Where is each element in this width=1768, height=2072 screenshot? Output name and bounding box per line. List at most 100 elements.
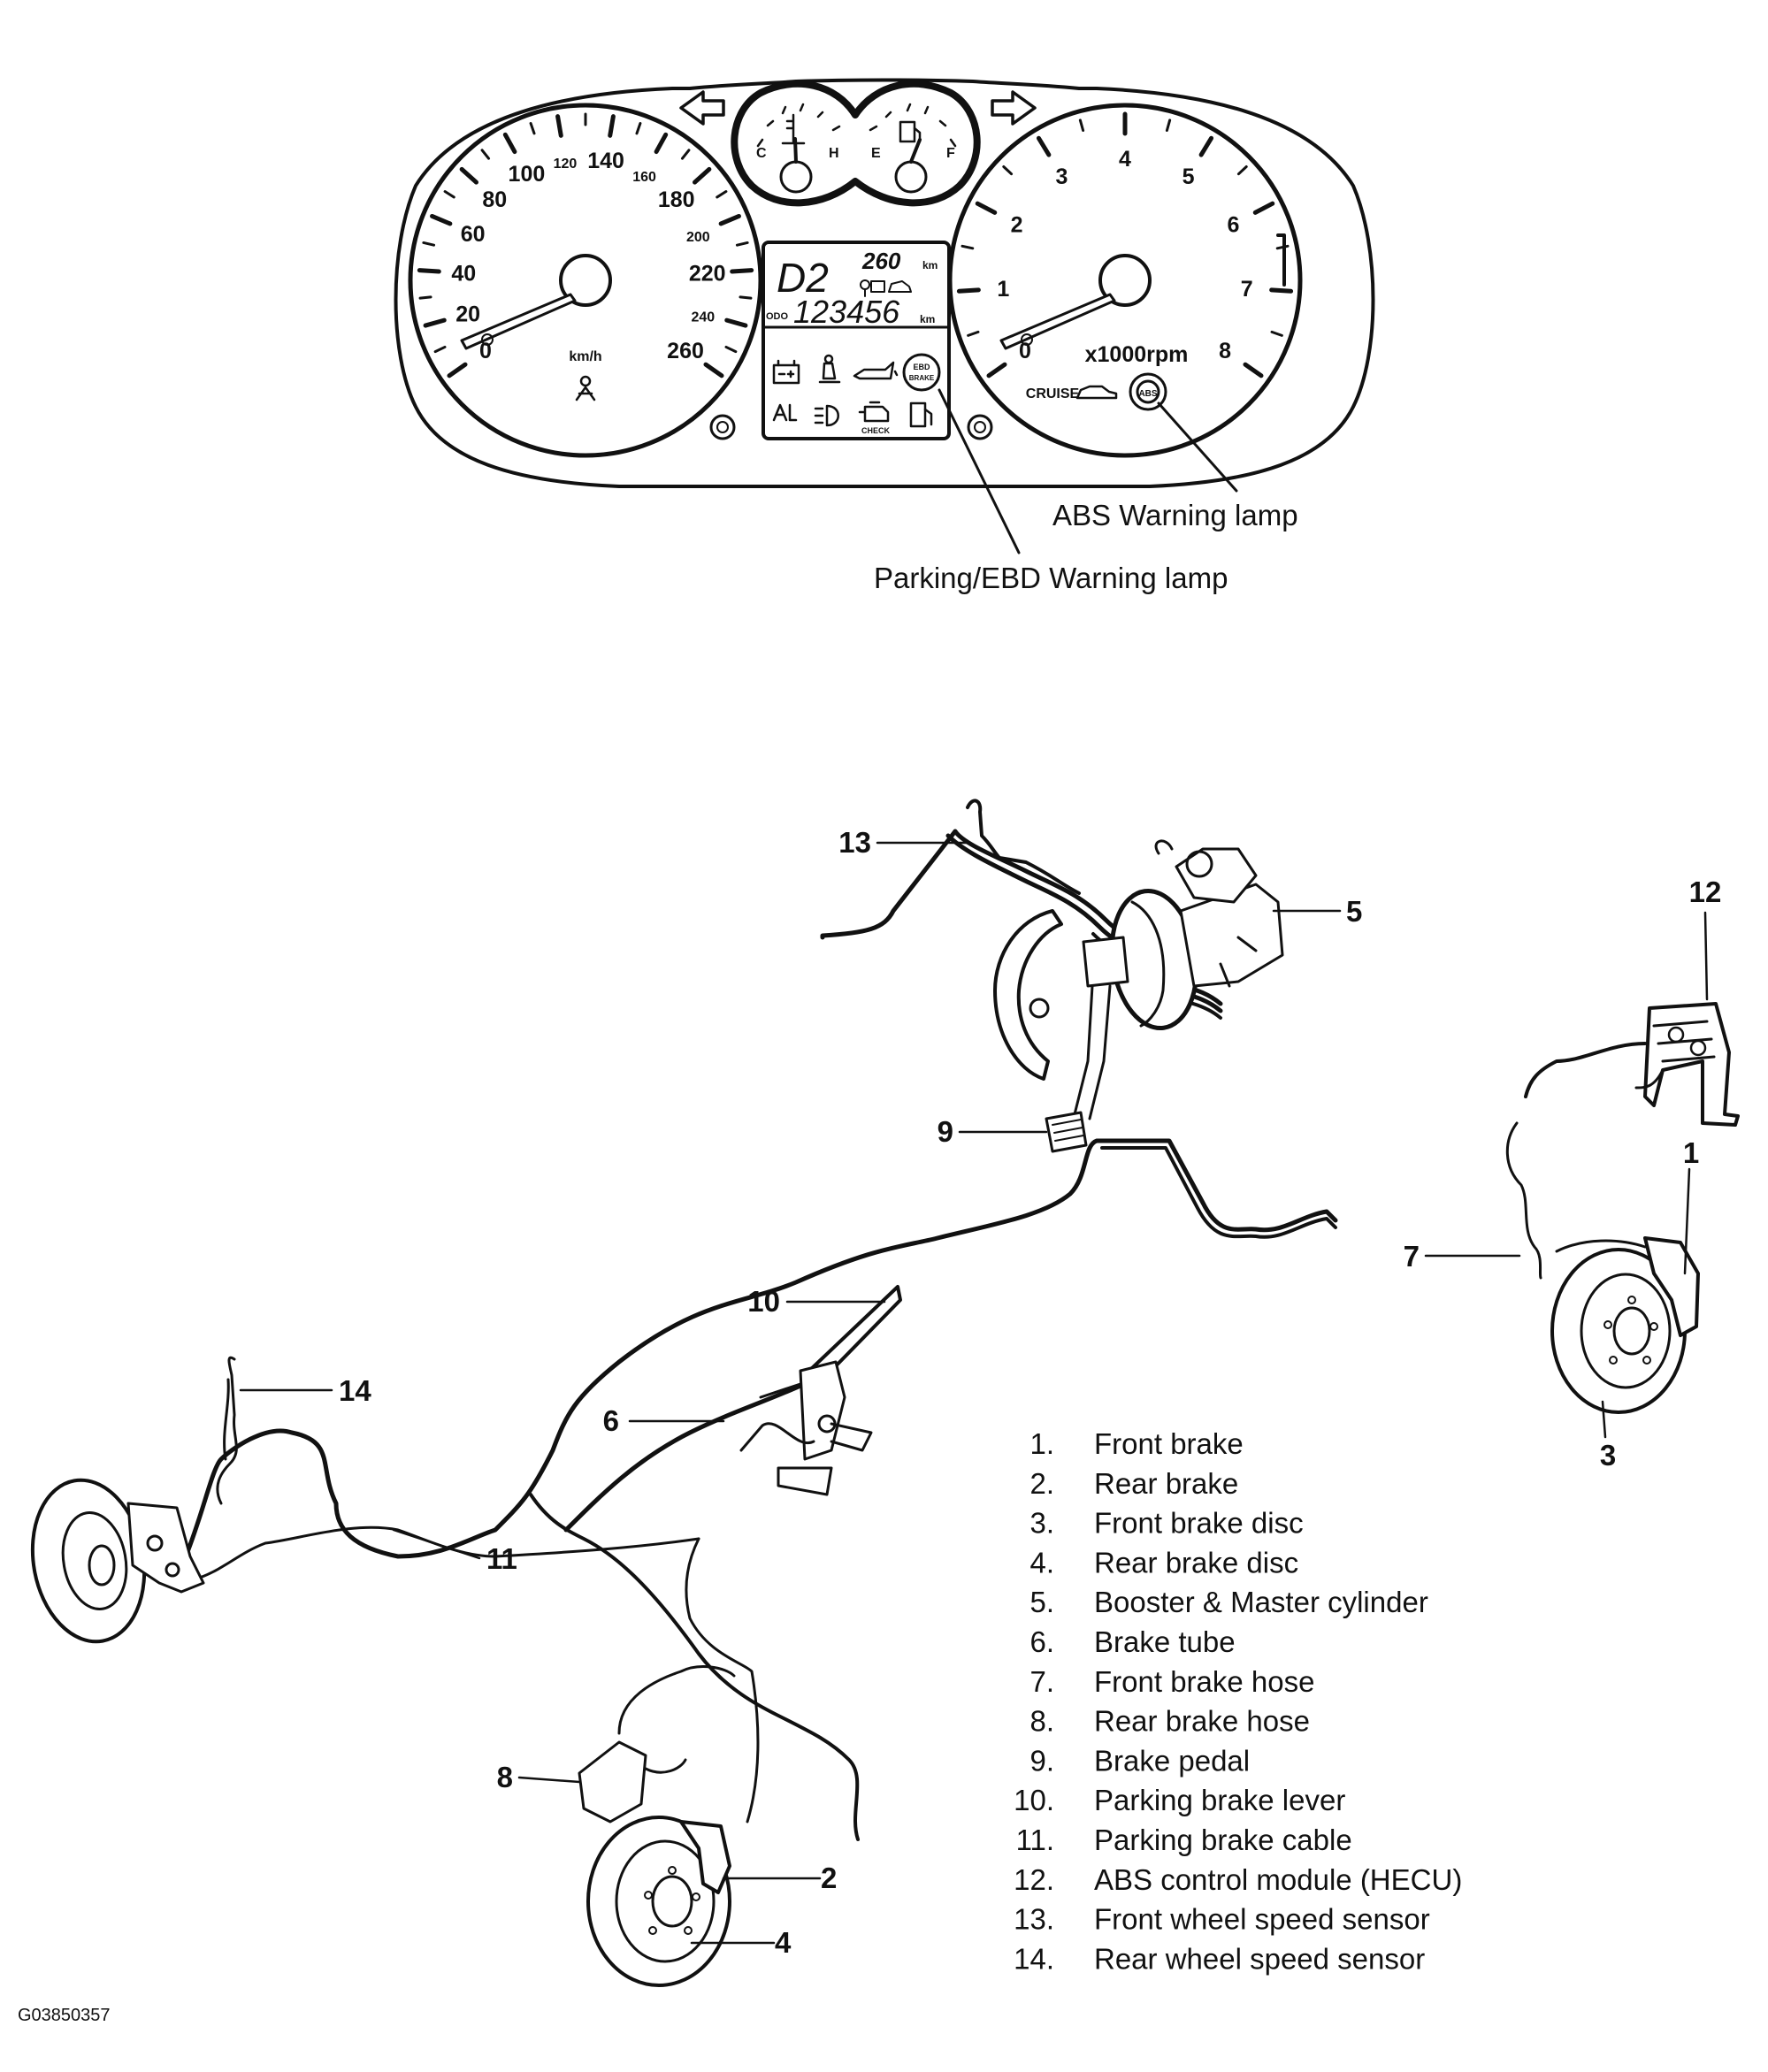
legend-item: 9.Brake pedal: [1029, 1744, 1250, 1777]
dial-label: 40: [451, 262, 476, 287]
temp-gauge-hub: [779, 160, 813, 194]
rear-cross-line: [529, 1493, 860, 1841]
legend-number: 4.: [1029, 1546, 1054, 1579]
lcd-odo-unit: km: [920, 313, 935, 325]
dial-label: 3: [1055, 164, 1068, 189]
legend-label: Rear brake disc: [1094, 1546, 1298, 1579]
right-turn-arrow-icon: [991, 90, 1037, 126]
legend-label: Parking brake lever: [1094, 1784, 1345, 1816]
callout-number-9: 9: [938, 1115, 953, 1148]
coolant-temp-icon: [781, 113, 806, 145]
dial-label: 4: [1119, 147, 1131, 172]
dial-label: 200: [686, 230, 710, 245]
legend-label: Brake pedal: [1094, 1744, 1250, 1777]
legend-item: 4. Rear brake disc: [1029, 1546, 1298, 1579]
dial-tick: [555, 114, 563, 138]
temp-gauge-needle: [793, 137, 798, 164]
legend-number: 14.: [1014, 1942, 1054, 1975]
dial-tick: [430, 213, 453, 226]
svg-text:CHECK: CHECK: [861, 426, 891, 435]
cruise-car-icon: [1075, 385, 1118, 400]
seatbelt-icon: [575, 375, 596, 401]
rear-right-brake: [578, 1665, 736, 1987]
mount-screw-right: [967, 414, 993, 440]
oil-pressure-icon: [853, 361, 899, 380]
dial-tick: [1198, 135, 1214, 157]
check-engine-icon: CHECK: [858, 401, 891, 435]
dial-label: 260: [667, 339, 704, 363]
dial-tick: [1036, 135, 1052, 157]
svg-text:ABS: ABS: [1138, 389, 1157, 399]
dial-tick: [635, 121, 642, 135]
temp-cold-label: C: [756, 146, 767, 161]
legend-item: 11.Parking brake cable: [1016, 1824, 1352, 1856]
dial-tick: [529, 121, 536, 135]
parking-brake-lever: [739, 1285, 902, 1496]
rear-brake-hose: [578, 1740, 647, 1824]
abs-warning-lamp: ABS: [1129, 372, 1167, 411]
legend-label: Booster & Master cylinder: [1094, 1586, 1428, 1618]
airbag-icon: [818, 354, 841, 384]
tachometer-redzone: [1276, 233, 1286, 287]
dial-label: 1: [997, 277, 1009, 302]
legend-item: 2.Rear brake: [1029, 1467, 1238, 1500]
fuel-gauge-hub: [894, 160, 928, 194]
legend-number: 5.: [1029, 1586, 1054, 1618]
parking-ebd-warning-lamp: EBD BRAKE: [902, 353, 941, 392]
legend-number: 7.: [1029, 1665, 1054, 1698]
leader-lines: [239, 841, 1709, 1945]
dial-tick: [718, 213, 741, 226]
dial-tick: [1165, 119, 1172, 133]
dial-tick: [956, 287, 981, 294]
dial-tick: [1270, 330, 1283, 337]
left-turn-arrow-icon: [679, 90, 725, 126]
dial-tick: [739, 295, 753, 300]
legend-item: 1.Front brake: [1029, 1427, 1243, 1460]
dial-tick: [433, 345, 447, 354]
legend-item: 8.Rear brake hose: [1029, 1705, 1310, 1738]
brake-pedal: [1045, 1111, 1088, 1153]
legend-label: Rear wheel speed sensor: [1094, 1942, 1425, 1975]
speedometer-bezel: [408, 103, 763, 458]
legend-item: 14. Rear wheel speed sensor: [1014, 1942, 1425, 1975]
abs-control-module: [1524, 1002, 1740, 1127]
booster-master-cylinder: [1109, 839, 1284, 1031]
callout-number-5: 5: [1346, 895, 1362, 928]
callout-number-6: 6: [603, 1404, 619, 1437]
lcd-trip-unit: km: [922, 259, 938, 271]
legend-item: 10.Parking brake lever: [1014, 1784, 1345, 1816]
callout-number-13: 13: [838, 826, 871, 859]
legend-number: 13.: [1014, 1903, 1054, 1936]
dial-label: 220: [689, 262, 726, 287]
legend-item: 12.ABS control module (HECU): [1014, 1863, 1462, 1896]
speedometer-pin: [481, 333, 494, 346]
fuel-full-label: F: [946, 146, 955, 161]
dial-tick: [693, 166, 712, 185]
callout-number-3: 3: [1600, 1439, 1616, 1472]
dial-label: 8: [1219, 339, 1231, 363]
dial-tick: [724, 345, 738, 354]
callout-number-12: 12: [1689, 875, 1722, 908]
legend-item: 13.Front wheel speed sensor: [1014, 1903, 1430, 1936]
lcd-gear: D2: [777, 255, 829, 301]
dial-tick: [1269, 287, 1294, 294]
legend-item: 5. Booster & Master cylinder: [1029, 1586, 1427, 1618]
parking-lamp-leader: [938, 388, 1021, 554]
dial-tick: [447, 362, 468, 378]
lcd-frame: [762, 241, 951, 440]
dial-tick: [418, 295, 432, 300]
twin-gauge-frame: [731, 80, 981, 207]
figure-code: G03850357: [18, 2006, 111, 2025]
fuel-gauge-needle: [909, 138, 922, 164]
dial-label: 60: [461, 222, 486, 247]
parking-cable-left: [166, 1525, 700, 1585]
dial-label: 7: [1241, 277, 1253, 302]
abs-warning-lamp-callout: ABS Warning lamp: [1052, 499, 1298, 531]
front-brake-assembly: [1505, 1121, 1700, 1414]
legend-number: 8.: [1029, 1705, 1054, 1738]
speedometer-unit: km/h: [569, 349, 601, 364]
lcd-odo: 123456: [793, 294, 900, 330]
